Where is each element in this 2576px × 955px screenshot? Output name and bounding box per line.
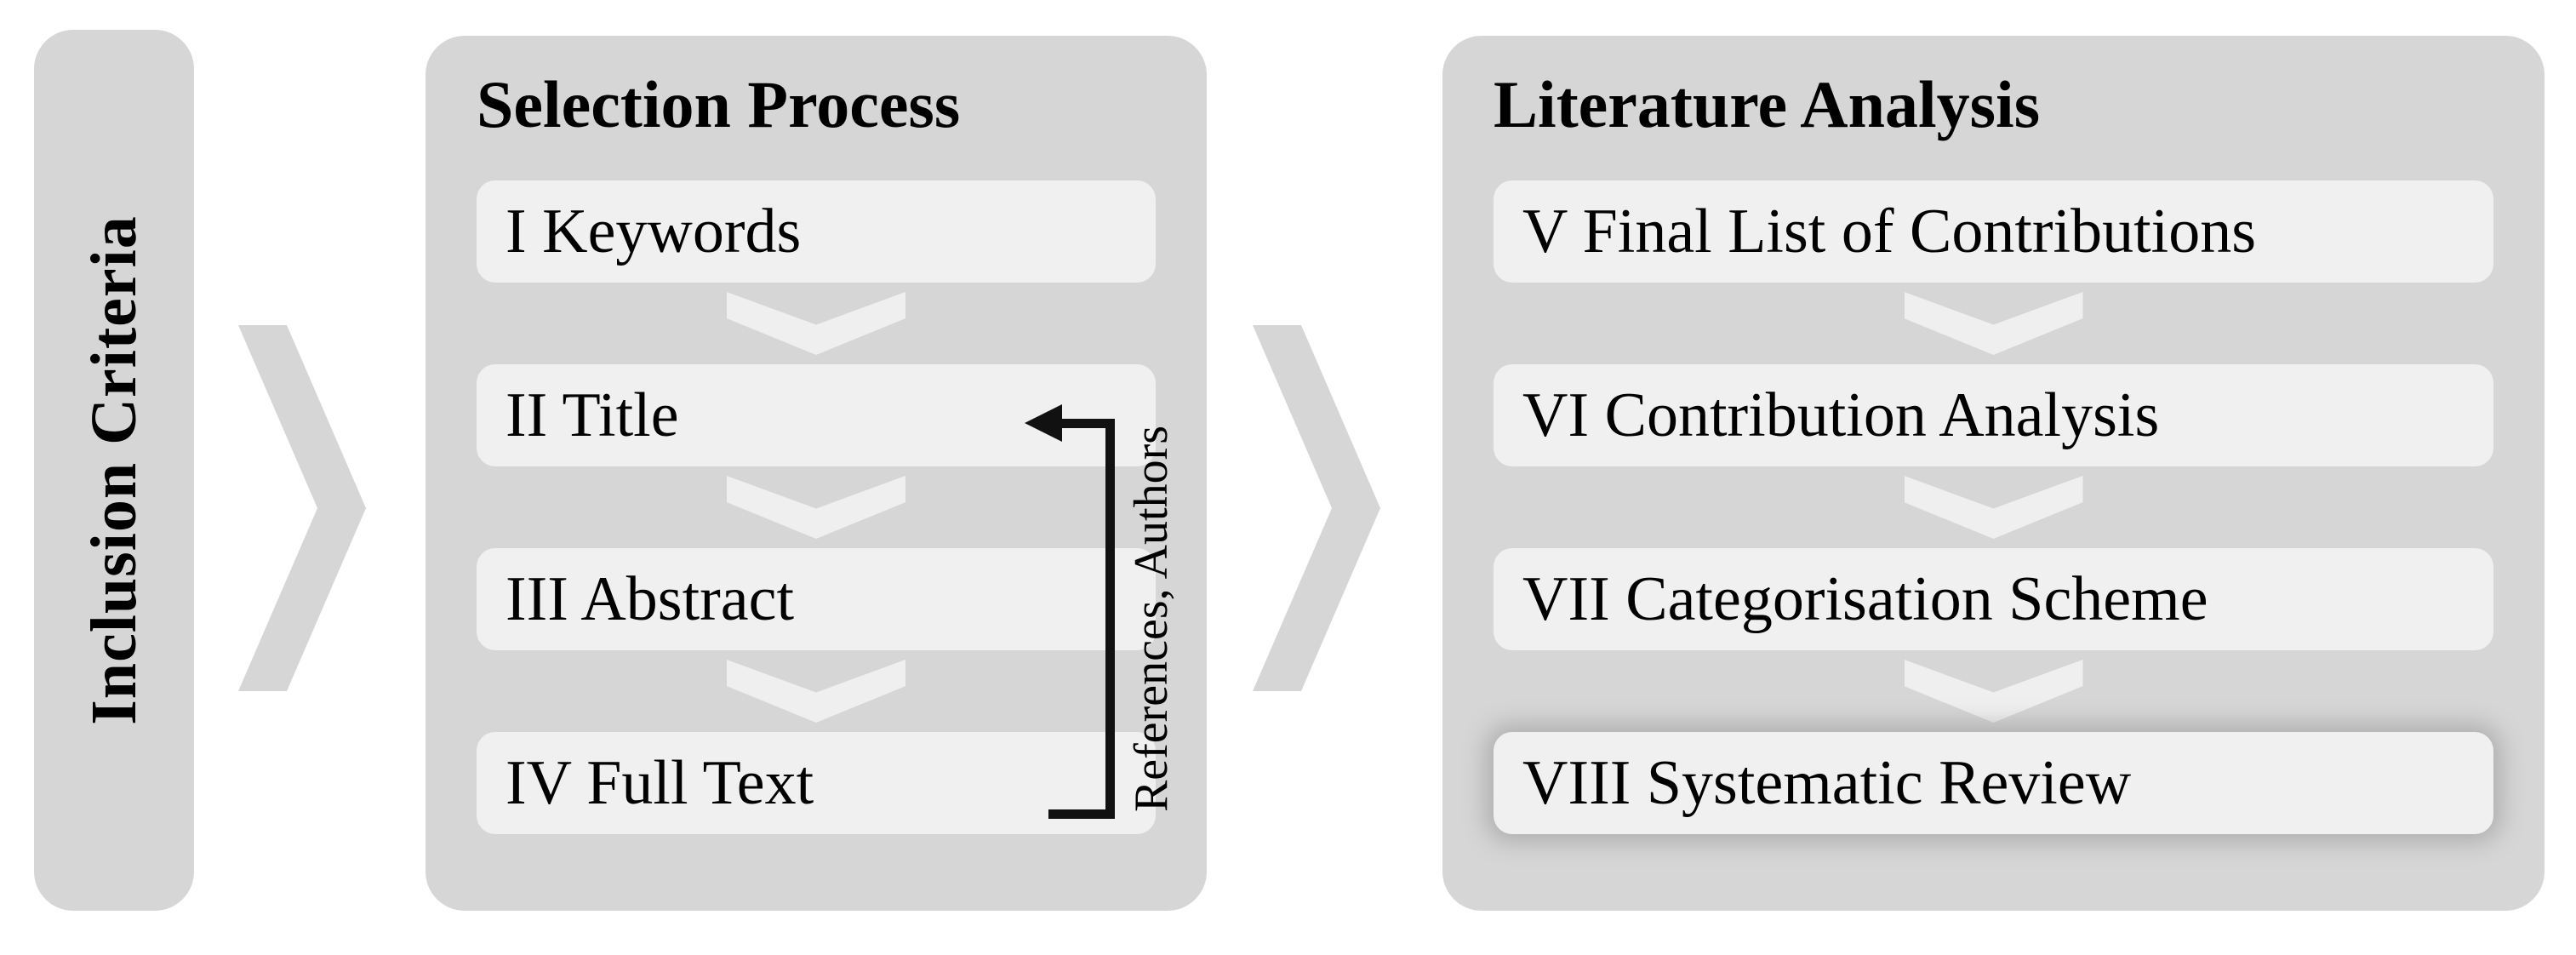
step-chevron-separator — [1494, 283, 2493, 364]
literature-analysis-steps: V Final List of Contributions VI Contrib… — [1494, 180, 2493, 834]
chevron-down-icon — [727, 476, 905, 539]
selection-process-title: Selection Process — [477, 67, 961, 141]
step-box-viii-systematic-review[interactable]: VIII Systematic Review — [1494, 732, 2493, 834]
step-box-vi-contribution-analysis[interactable]: VI Contribution Analysis — [1494, 364, 2493, 466]
step-label: V Final List of Contributions — [1522, 197, 2257, 266]
chevron-down-icon — [1904, 476, 2083, 539]
step-box-i-keywords[interactable]: I Keywords — [477, 180, 1156, 283]
step-chevron-separator — [1494, 650, 2493, 732]
step-box-iii-abstract[interactable]: III Abstract — [477, 548, 1156, 650]
step-chevron-separator — [477, 466, 1156, 548]
step-label: IV Full Text — [505, 748, 814, 818]
step-label: VI Contribution Analysis — [1522, 380, 2160, 450]
chevron-down-icon — [1904, 292, 2083, 355]
step-label: II Title — [505, 380, 679, 450]
feedback-loop-bottom-line — [1048, 809, 1115, 819]
step-box-iv-full-text[interactable]: IV Full Text — [477, 732, 1156, 834]
chevron-right-icon-stage-2 — [1253, 325, 1380, 691]
step-box-vii-categorisation-scheme[interactable]: VII Categorisation Scheme — [1494, 548, 2493, 650]
step-label: VII Categorisation Scheme — [1522, 564, 2208, 634]
feedback-loop-vertical-line — [1105, 419, 1115, 819]
inclusion-criteria-label: Inclusion Criteria — [77, 215, 150, 725]
feedback-loop-label-wrap: References, Authors — [1122, 419, 1181, 819]
literature-analysis-title: Literature Analysis — [1494, 67, 2041, 141]
arrow-left-icon — [1025, 404, 1062, 442]
step-label: III Abstract — [505, 564, 795, 634]
chevron-right-icon-stage-1 — [238, 325, 366, 691]
feedback-loop-label: References, Authors — [1125, 425, 1178, 813]
feedback-loop-arrow — [1025, 404, 1115, 819]
step-label: I Keywords — [505, 197, 802, 266]
chevron-down-icon — [1904, 660, 2083, 723]
step-chevron-separator — [1494, 466, 2493, 548]
chevron-down-icon — [727, 292, 905, 355]
step-label: VIII Systematic Review — [1522, 748, 2132, 818]
feedback-loop-top-line — [1025, 404, 1115, 442]
chevron-down-icon — [727, 660, 905, 723]
panel-literature-analysis: Literature Analysis V Final List of Cont… — [1442, 36, 2545, 911]
inclusion-criteria-label-wrap: Inclusion Criteria — [34, 30, 194, 911]
step-box-v-final-list[interactable]: V Final List of Contributions — [1494, 180, 2493, 283]
step-chevron-separator — [477, 650, 1156, 732]
panel-inclusion-criteria: Inclusion Criteria — [34, 30, 194, 911]
step-chevron-separator — [477, 283, 1156, 364]
